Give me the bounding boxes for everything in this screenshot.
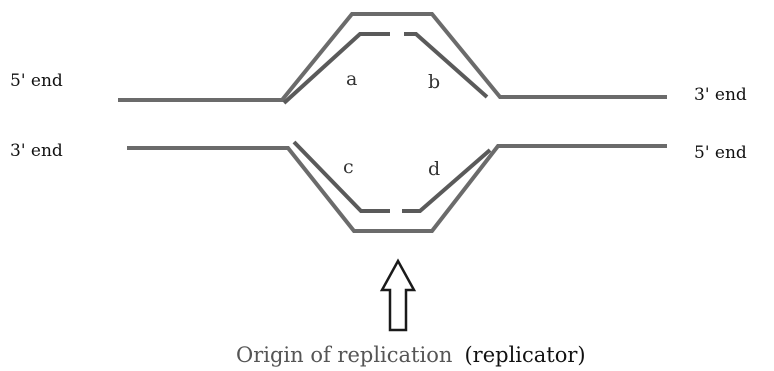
new-strand-c: [292, 140, 390, 213]
strand-label-c: c: [343, 156, 354, 178]
strand-label-d: d: [428, 158, 440, 180]
new-strand-a: [282, 32, 390, 105]
label-bottom-right-end: 5' end: [694, 143, 747, 163]
new-strand-b: [404, 32, 489, 99]
origin-arrow-icon: [379, 258, 417, 332]
parental-bottom-strand: [127, 144, 667, 233]
label-top-left-end: 5' end: [10, 71, 63, 91]
label-top-right-end: 3' end: [694, 85, 747, 105]
caption-paren-text: (replicator): [464, 343, 585, 367]
new-strand-d: [402, 148, 492, 213]
label-bottom-left-end: 3' end: [10, 141, 63, 161]
caption-main-text: Origin of replication: [236, 343, 452, 367]
parental-top-strand: [118, 12, 667, 102]
strand-label-b: b: [428, 71, 440, 93]
origin-caption: Origin of replication (replicator): [236, 343, 586, 367]
strand-label-a: a: [346, 68, 357, 90]
